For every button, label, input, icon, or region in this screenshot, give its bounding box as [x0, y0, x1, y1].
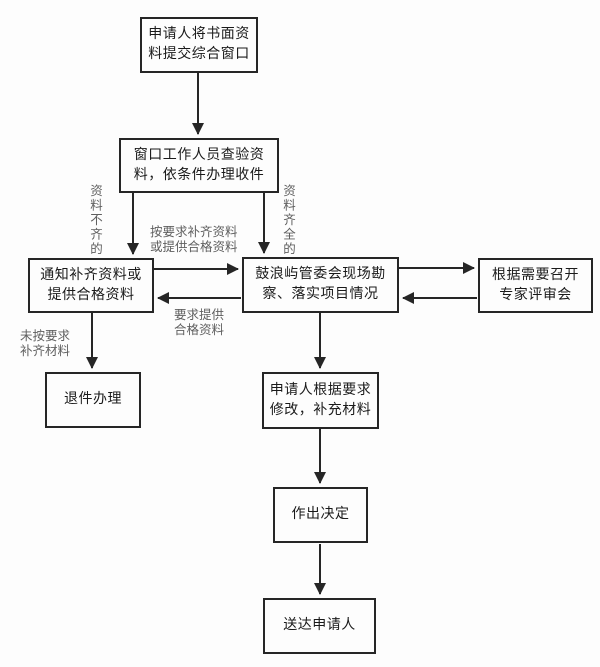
node-submit-documents: 申请人将书面资 料提交综合窗口 — [140, 17, 258, 73]
edge-label-materials-complete: 资料齐全的 — [281, 184, 295, 257]
edge-label-supplement-as-required: 按要求补齐资料 或提供合格资料 — [150, 225, 238, 254]
node-return-processing: 退件办理 — [45, 372, 141, 428]
node-site-inspection: 鼓浪屿管委会现场勘 察、落实项目情况 — [242, 257, 399, 313]
node-window-check: 窗口工作人员查验资 料，依条件办理收件 — [119, 138, 279, 193]
node-applicant-revise: 申请人根据要求 修改，补充材料 — [262, 372, 379, 429]
node-deliver-to-applicant: 送达申请人 — [263, 598, 376, 654]
node-make-decision: 作出决定 — [273, 487, 368, 543]
node-notify-supplement: 通知补齐资料或 提供合格资料 — [28, 258, 154, 313]
edge-label-request-qualified-materials: 要求提供 合格资料 — [173, 308, 224, 337]
node-expert-review: 根据需要召开 专家评审会 — [478, 258, 593, 313]
edge-label-not-supplemented-as-required: 未按要求 补齐材料 — [20, 329, 71, 358]
edge-label-materials-incomplete: 资料不齐的 — [88, 184, 102, 257]
